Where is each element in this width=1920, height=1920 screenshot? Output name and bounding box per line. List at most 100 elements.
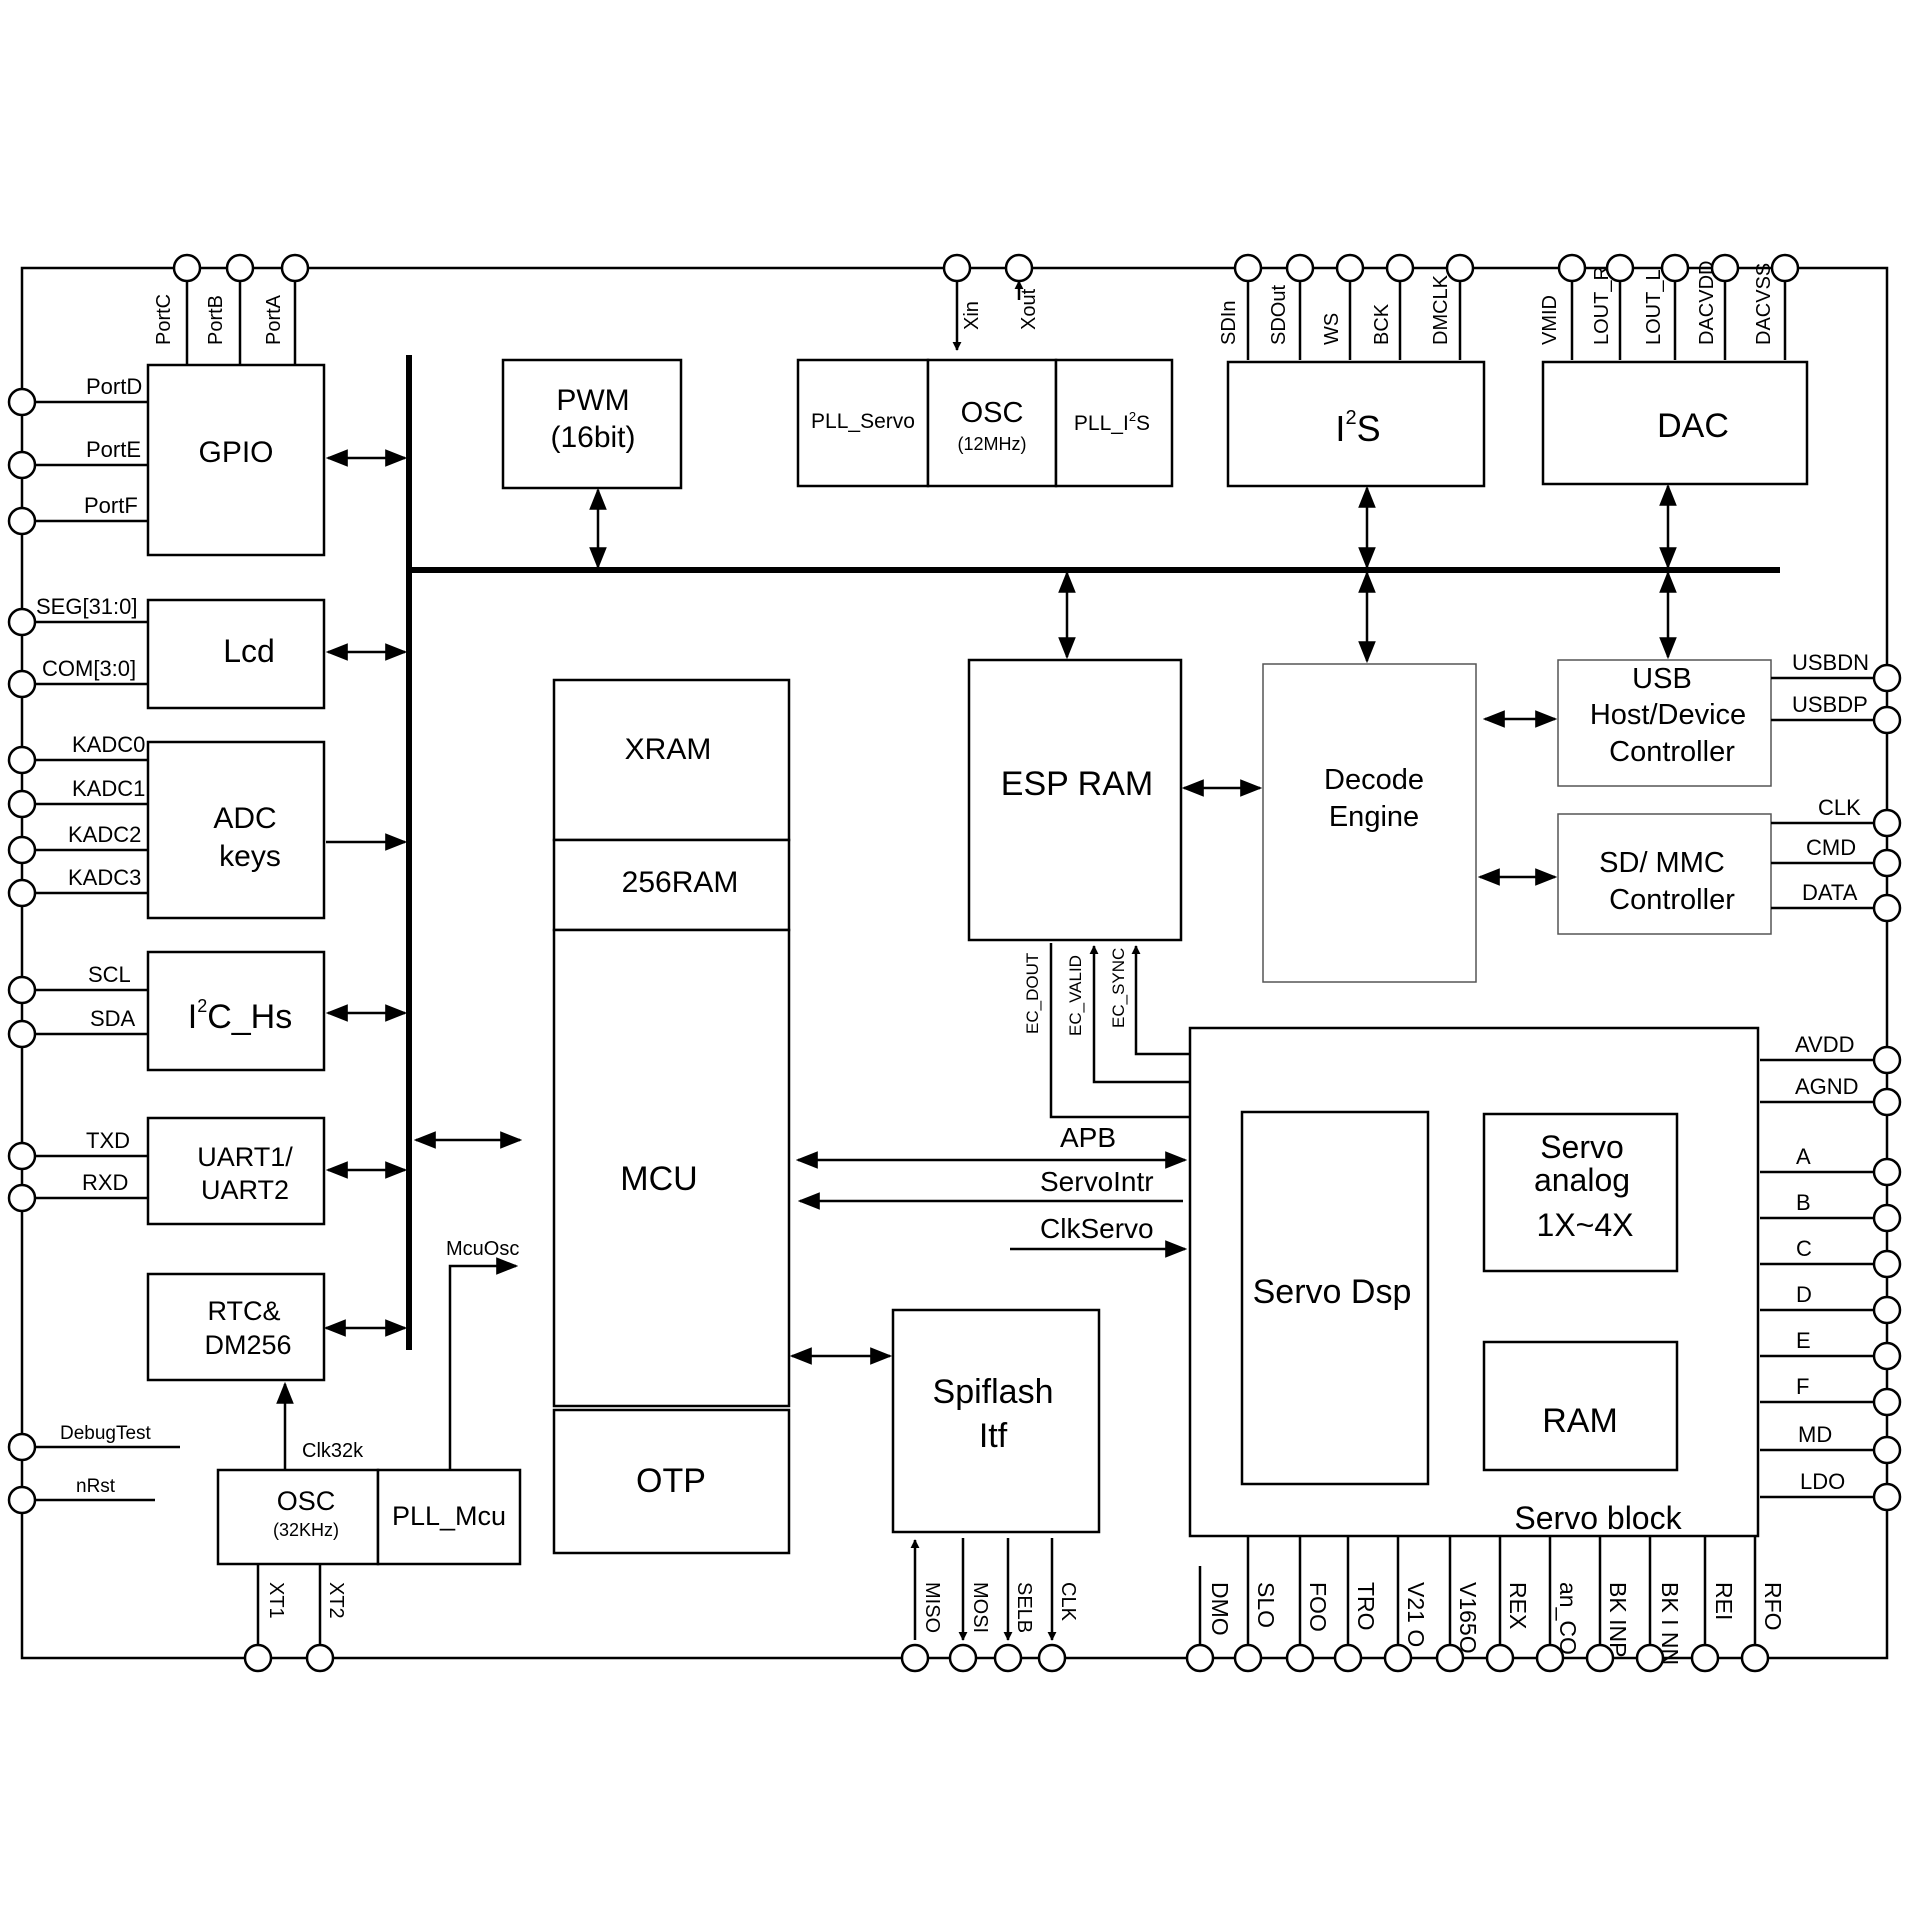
pin-left-sda-pad[interactable] (7, 1019, 37, 1049)
pin-left-rxd-label: RXD (82, 1170, 128, 1195)
pin-bottom-mosi-pad[interactable] (948, 1643, 978, 1673)
pin-left-debugtest-label: DebugTest (60, 1423, 152, 1444)
pin-bottom-clk-pad[interactable] (1037, 1643, 1067, 1673)
pin-bottom-bk-inp: BK INP (1585, 1536, 1631, 1673)
pin-left-portf-pad[interactable] (7, 506, 37, 536)
pin-top-bck-pad[interactable] (1385, 253, 1415, 283)
pin-left-seg-31-0-pad[interactable] (7, 607, 37, 637)
pin-bottom-dmo: DMO (1185, 1566, 1233, 1673)
pin-bottom-foo-pad[interactable] (1285, 1643, 1315, 1673)
pin-bottom-an-co: an_CO (1535, 1536, 1581, 1673)
pin-left-nrst: nRst (7, 1476, 155, 1515)
pin-top-portc-pad[interactable] (172, 253, 202, 283)
pin-left-portd-pad[interactable] (7, 387, 37, 417)
pin-top-lout-l-pad[interactable] (1660, 253, 1690, 283)
pin-bottom-clk-label: CLK (1057, 1582, 1079, 1622)
pin-right-avdd-pad[interactable] (1872, 1045, 1902, 1075)
pin-left-rxd-pad[interactable] (7, 1183, 37, 1213)
pin-bottom-bk-i-nn-pad[interactable] (1635, 1643, 1665, 1673)
pin-bottom-xt2: XT2 (305, 1564, 347, 1673)
pin-right-b-pad[interactable] (1872, 1203, 1902, 1233)
pin-top-xin-label: Xin (961, 301, 983, 330)
pin-left-portd-label: PortD (86, 374, 142, 399)
pin-right-md-label: MD (1798, 1422, 1832, 1447)
pin-top-portb-pad[interactable] (225, 253, 255, 283)
pin-bottom-clk: CLK (1037, 1538, 1079, 1673)
pin-top-ws-label: WS (1321, 313, 1343, 345)
pin-top-dmclk-pad[interactable] (1445, 253, 1475, 283)
pin-left-kadc3-pad[interactable] (7, 878, 37, 908)
pin-bottom-dmo-pad[interactable] (1185, 1643, 1215, 1673)
pin-top-xin-pad[interactable] (942, 253, 972, 283)
pin-bottom-rex-pad[interactable] (1485, 1643, 1515, 1673)
pin-left-seg-31-0-label: SEG[31:0] (36, 594, 138, 619)
pin-bottom-rei-pad[interactable] (1690, 1643, 1720, 1673)
pin-left-seg-31-0: SEG[31:0] (7, 594, 148, 637)
mcu-column: XRAM 256RAM MCU OTP (552, 678, 791, 1555)
pin-bottom-xt1-pad[interactable] (243, 1643, 273, 1673)
servo-analog-label-1: Servo (1540, 1129, 1624, 1165)
pin-right-c-pad[interactable] (1872, 1249, 1902, 1279)
pin-bottom-xt1-label: XT1 (265, 1582, 287, 1619)
pin-left-txd-pad[interactable] (7, 1141, 37, 1171)
pin-right-cmd-pad[interactable] (1872, 848, 1902, 878)
otp-label: OTP (636, 1462, 706, 1500)
pin-left-com-3-0: COM[3:0] (7, 656, 148, 699)
decode-label: Decode (1324, 764, 1424, 796)
dm256-label: DM256 (204, 1330, 291, 1360)
pin-bottom-miso-pad[interactable] (900, 1643, 930, 1673)
pin-left-nrst-pad[interactable] (7, 1485, 37, 1515)
pin-bottom-slo: SLO (1233, 1536, 1279, 1673)
pin-top-lout-r-pad[interactable] (1605, 253, 1635, 283)
pin-right-e-label: E (1796, 1328, 1811, 1353)
pin-bottom-selb-pad[interactable] (993, 1643, 1023, 1673)
pin-right-md-pad[interactable] (1872, 1435, 1902, 1465)
pin-left-kadc0-pad[interactable] (7, 745, 37, 775)
pwm-bits: (16bit) (550, 421, 635, 454)
pin-left-porte-pad[interactable] (7, 450, 37, 480)
sd-mmc-block: SD/ MMC Controller (1557, 813, 1772, 935)
pin-bottom-tro-pad[interactable] (1333, 1643, 1363, 1673)
pin-top-dacvss-pad[interactable] (1770, 253, 1800, 283)
pin-left-porte: PortE (7, 437, 148, 480)
pin-right-f-pad[interactable] (1872, 1387, 1902, 1417)
pin-bottom-bk-inp-pad[interactable] (1585, 1643, 1615, 1673)
pin-right-data-pad[interactable] (1872, 893, 1902, 923)
pin-bottom-slo-label: SLO (1253, 1582, 1279, 1628)
pin-right-a-pad[interactable] (1872, 1157, 1902, 1187)
pin-bottom-xt2-pad[interactable] (305, 1643, 335, 1673)
pin-bottom-v21-o-pad[interactable] (1383, 1643, 1413, 1673)
pin-left-kadc1-pad[interactable] (7, 789, 37, 819)
pin-right-d-pad[interactable] (1872, 1295, 1902, 1325)
pin-left-sda-label: SDA (90, 1006, 136, 1031)
pin-top-porta-pad[interactable] (280, 253, 310, 283)
pin-right-e-pad[interactable] (1872, 1341, 1902, 1371)
pin-top-dacvdd-pad[interactable] (1710, 253, 1740, 283)
ec-valid-label: EC_VALID (1066, 955, 1085, 1036)
pin-bottom-an-co-pad[interactable] (1535, 1643, 1565, 1673)
gpio-block: GPIO (146, 363, 326, 557)
keys-label: keys (219, 840, 281, 873)
pin-top-sdin-pad[interactable] (1233, 253, 1263, 283)
pin-right-clk-pad[interactable] (1872, 808, 1902, 838)
pin-bottom-slo-pad[interactable] (1233, 1643, 1263, 1673)
pin-top-vmid-pad[interactable] (1557, 253, 1587, 283)
pin-left-kadc2: KADC2 (7, 822, 148, 865)
pin-top-sdout-pad[interactable] (1285, 253, 1315, 283)
pin-left-kadc2-pad[interactable] (7, 835, 37, 865)
pin-left-debugtest: DebugTest (7, 1423, 180, 1462)
pin-right-usbdn-pad[interactable] (1872, 663, 1902, 693)
usb-host-device-label: Host/Device (1590, 699, 1746, 731)
pin-right-agnd-pad[interactable] (1872, 1087, 1902, 1117)
pin-bottom-rfo-pad[interactable] (1740, 1643, 1770, 1673)
pin-right-ldo-pad[interactable] (1872, 1482, 1902, 1512)
pin-bottom-v165o-pad[interactable] (1435, 1643, 1465, 1673)
pin-top-ws-pad[interactable] (1335, 253, 1365, 283)
pin-top-xout-pad[interactable] (1004, 253, 1034, 283)
pin-left-com-3-0-pad[interactable] (7, 669, 37, 699)
pin-left-debugtest-pad[interactable] (7, 1432, 37, 1462)
pin-left-scl-pad[interactable] (7, 975, 37, 1005)
gpio-label: GPIO (198, 436, 273, 469)
pin-right-usbdp-pad[interactable] (1872, 705, 1902, 735)
servo-ram-label: RAM (1542, 1402, 1618, 1440)
